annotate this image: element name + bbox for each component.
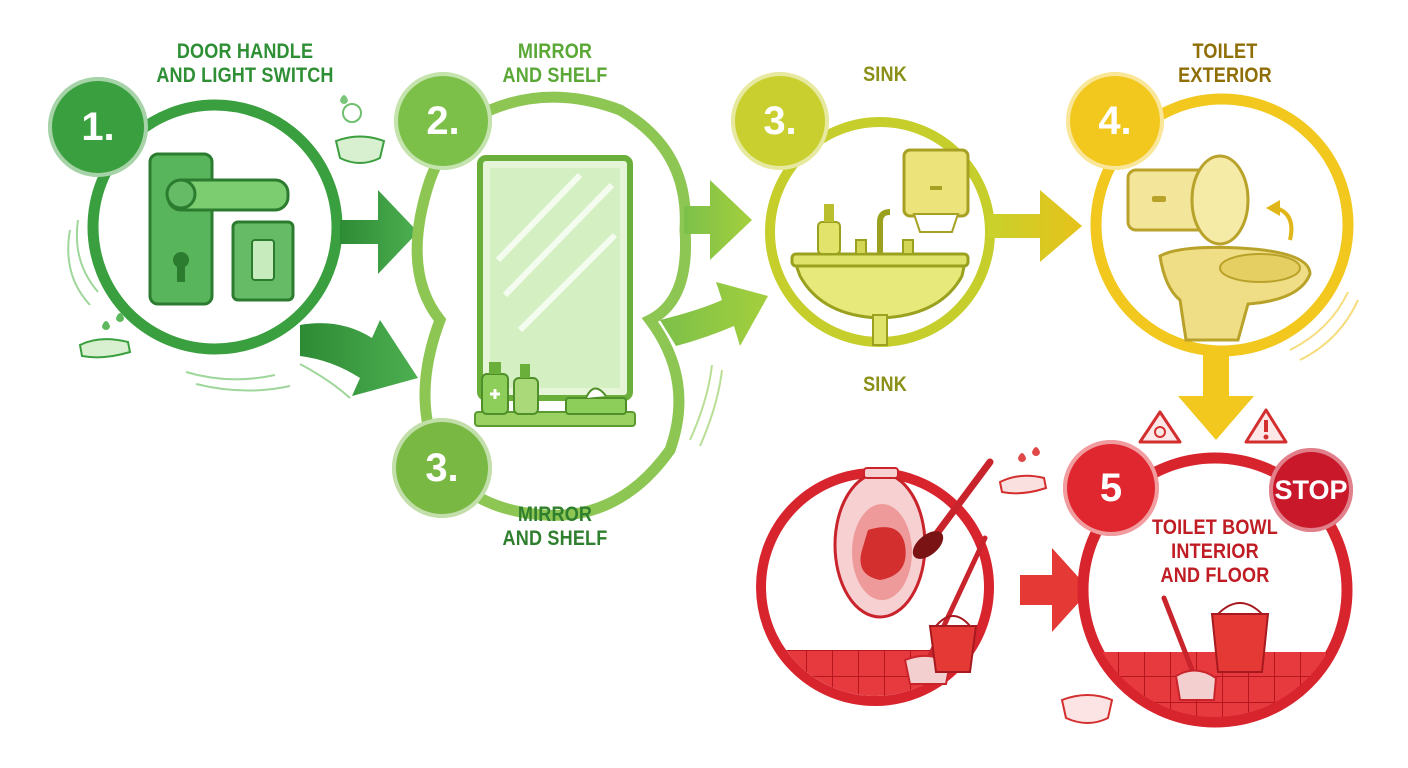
warning-icon [1244,408,1288,444]
soap-bottle-icon [513,364,539,415]
motion-lines [67,219,351,399]
step-4-label: TOILET EXTERIOR [1178,40,1272,87]
toilet-bowl-icon [833,467,927,619]
face-mask-red-icon [1060,694,1114,724]
face-mask-icon [334,95,386,164]
toilet-brush-icon [912,458,994,559]
motion-lines-2 [689,364,723,447]
sanitizer-bottle-icon [481,362,509,415]
bucket-icon-2 [1210,602,1270,673]
step-4-number-badge: 4. [1066,72,1164,170]
stop-sign-icon: STOP [1269,448,1353,532]
step-3-sink-number-badge: 3. [731,72,829,170]
hand-wash-icon [78,313,132,359]
arrow-2-to-3-upper [684,180,752,260]
step-2-number-badge: 2. [394,72,492,170]
mirror-icon [477,155,633,401]
mop-icon-2 [1161,595,1218,701]
motion-lines-4 [1289,291,1359,361]
step-5-label: TOILET BOWL INTERIOR AND FLOOR [1152,516,1278,587]
shelf-icon [474,411,636,427]
toilet-icon [1126,154,1312,342]
step-1-number-badge: 1. [48,77,148,177]
step-5-number-badge: 5 [1063,440,1159,536]
step-3-mirror-label: MIRROR AND SHELF [502,503,608,550]
reach-arrow-icon [1266,200,1294,241]
arrow-4-to-5 [1178,352,1254,440]
arrow-1-to-2-upper [340,190,418,274]
mirror-shelf-loop [411,91,692,521]
light-switch-icon [231,220,295,302]
sink-icon [790,204,970,346]
step-1-label: DOOR HANDLE AND LIGHT SWITCH [156,40,334,87]
step-2-label: MIRROR AND SHELF [502,40,608,87]
arrow-bowl-to-floor [1020,548,1090,632]
step-3-sink-label-top: SINK [863,63,907,86]
arrow-3-to-4 [988,190,1082,262]
tissue-box-icon [565,387,627,415]
bucket-icon [928,615,978,673]
step-3-mirror-number-badge: 3. [392,418,492,518]
step-3-sink-label-bottom: SINK [863,373,907,396]
hand-wash-red-icon [998,447,1048,495]
biohazard-warning-icon [1138,410,1182,444]
arrow-2-to-3-lower [660,282,768,346]
arrow-1-to-2-lower [300,320,418,396]
paper-towel-dispenser-icon [902,148,970,233]
door-handle-icon [148,152,290,306]
